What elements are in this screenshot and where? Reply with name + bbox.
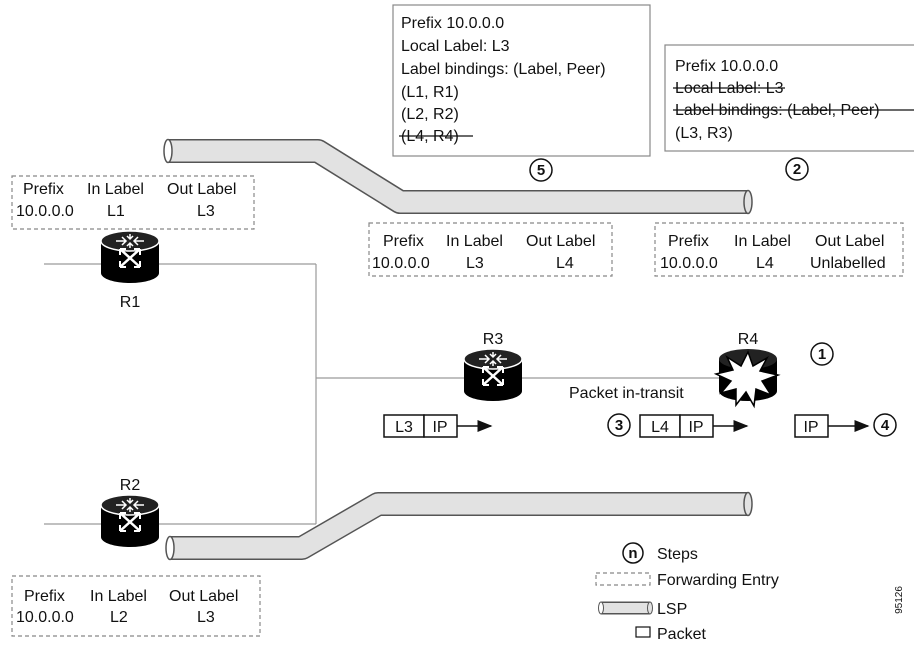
lsp-lower — [165, 491, 753, 561]
table-cell-out-label: L3 — [197, 609, 215, 626]
packet-label-ip: IP — [688, 419, 703, 436]
step-number: 3 — [615, 417, 623, 434]
legend-lsp: LSP — [598, 601, 687, 618]
legend-steps: n Steps — [622, 542, 698, 564]
packet-label-l4: L4 — [651, 419, 669, 436]
forwarding-table-r3: Prefix In Label Out Label 10.0.0.0 L3 L4 — [368, 222, 613, 277]
info-binding-1: (L1, R1) — [401, 84, 459, 101]
explosion-icon — [713, 350, 781, 409]
table-header-out-label: Out Label — [526, 233, 595, 250]
step-number: 4 — [881, 417, 890, 434]
table-cell-in-label: L2 — [110, 609, 128, 626]
info-box-step-5: Prefix 10.0.0.0 Local Label: L3 Label bi… — [392, 4, 651, 157]
table-cell-in-label: L4 — [756, 255, 774, 272]
network-links — [44, 263, 748, 525]
table-header-prefix: Prefix — [24, 588, 65, 605]
table-cell-out-label: L3 — [197, 203, 215, 220]
table-header-in-label: In Label — [90, 588, 147, 605]
router-r3-label: R3 — [483, 331, 504, 348]
table-header-prefix: Prefix — [668, 233, 709, 250]
figure-id: 95126 — [894, 586, 905, 614]
packet-label-l3: L3 — [395, 419, 413, 436]
step-marker-3: 3 — [607, 413, 631, 437]
table-cell-prefix: 10.0.0.0 — [16, 203, 74, 220]
step-marker-1: 1 — [810, 342, 834, 366]
packet-out: IP — [794, 414, 870, 438]
legend: n Steps Forwarding Entry LSP Packet — [595, 542, 779, 643]
table-header-out-label: Out Label — [815, 233, 884, 250]
legend-steps-label: Steps — [657, 546, 698, 563]
table-cell-prefix: 10.0.0.0 — [372, 255, 430, 272]
info-prefix: Prefix 10.0.0.0 — [401, 15, 504, 32]
forwarding-table-r2: Prefix In Label Out Label 10.0.0.0 L2 L3 — [11, 575, 261, 637]
info-bindings-title: Label bindings: (Label, Peer) — [401, 61, 606, 78]
info-box-step-2: Prefix 10.0.0.0 Local Label: L3 Label bi… — [664, 44, 914, 152]
info-binding-2: (L2, R2) — [401, 106, 459, 123]
table-header-in-label: In Label — [446, 233, 503, 250]
router-r2-label: R2 — [120, 477, 141, 494]
table-cell-prefix: 10.0.0.0 — [660, 255, 718, 272]
packet-label-ip: IP — [803, 419, 818, 436]
router-r1-label: R1 — [120, 294, 141, 311]
step-marker-5: 5 — [529, 158, 553, 182]
router-r4-failed — [713, 349, 781, 409]
packet-box-icon — [635, 626, 651, 638]
table-header-out-label: Out Label — [169, 588, 238, 605]
forwarding-table-r4: Prefix In Label Out Label 10.0.0.0 L4 Un… — [654, 222, 904, 277]
step-marker-4: 4 — [873, 413, 897, 437]
dashed-box-icon — [595, 572, 651, 586]
table-cell-in-label: L1 — [107, 203, 125, 220]
info-prefix: Prefix 10.0.0.0 — [675, 58, 778, 75]
router-r3-icon — [462, 347, 524, 403]
legend-step-symbol: n — [628, 545, 637, 562]
step-symbol-icon — [622, 542, 644, 564]
legend-packet-label: Packet — [657, 626, 706, 643]
router-r4-label: R4 — [738, 331, 759, 348]
step-marker-2: 2 — [785, 157, 809, 181]
table-cell-out-label: Unlabelled — [810, 255, 886, 272]
packet-in-transit-label: Packet in-transit — [569, 385, 684, 402]
table-cell-prefix: 10.0.0.0 — [16, 609, 74, 626]
router-r1-icon — [99, 229, 161, 285]
router-r2-icon — [99, 493, 161, 549]
info-binding-1: (L3, R3) — [675, 125, 733, 142]
legend-lsp-label: LSP — [657, 601, 687, 618]
table-header-in-label: In Label — [734, 233, 791, 250]
legend-packet: Packet — [635, 626, 706, 643]
legend-forwarding-entry: Forwarding Entry — [595, 572, 779, 589]
step-number: 5 — [537, 162, 545, 179]
step-number: 2 — [793, 161, 801, 178]
info-local-label: Local Label: L3 — [401, 38, 510, 55]
legend-forwarding-entry-label: Forwarding Entry — [657, 572, 779, 589]
table-header-out-label: Out Label — [167, 181, 236, 198]
table-header-in-label: In Label — [87, 181, 144, 198]
table-cell-out-label: L4 — [556, 255, 574, 272]
lsp-upper — [163, 138, 753, 215]
forwarding-table-r1: Prefix In Label Out Label 10.0.0.0 L1 L3 — [11, 175, 255, 230]
step-number: 1 — [818, 346, 826, 363]
packet-r4: L4 IP — [639, 414, 749, 438]
table-cell-in-label: L3 — [466, 255, 484, 272]
table-header-prefix: Prefix — [383, 233, 424, 250]
packet-r3: L3 IP — [383, 414, 493, 438]
packet-label-ip: IP — [432, 419, 447, 436]
table-header-prefix: Prefix — [23, 181, 64, 198]
